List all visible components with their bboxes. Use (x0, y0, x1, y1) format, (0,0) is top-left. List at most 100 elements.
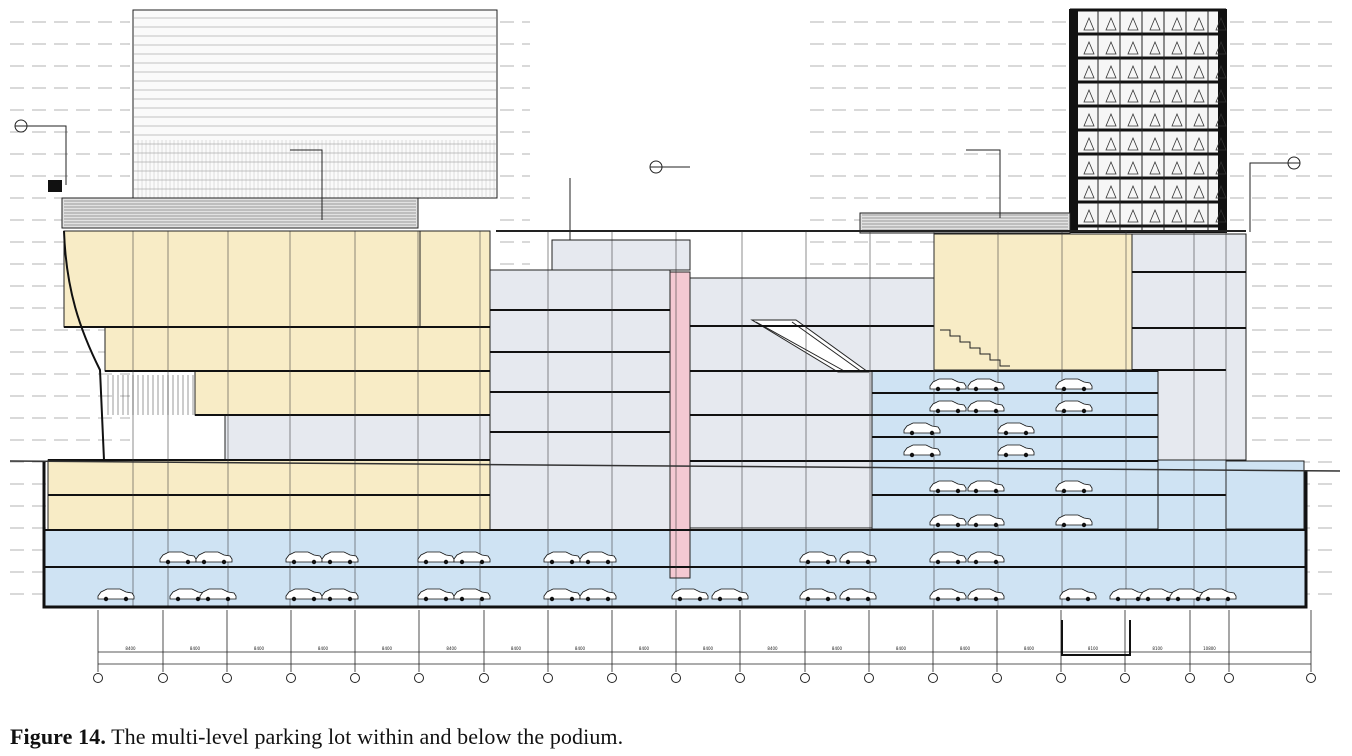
bay-dimension-label: 8400 (125, 646, 136, 651)
podium-roof (61, 197, 1246, 234)
axis-bubble-icon (992, 673, 1002, 683)
ramp-outline (1061, 620, 1131, 656)
bay-dimension-label: 8100 (1152, 646, 1163, 651)
car-icon (1139, 588, 1177, 602)
bay-dimension-label: 8400 (639, 646, 650, 651)
axis-bubble-icon (543, 673, 553, 683)
basement-outline (42, 462, 1308, 609)
car-icon (997, 422, 1035, 436)
car-icon (799, 588, 837, 602)
bay-dimension-label: 10800 (1203, 646, 1216, 651)
car-icon (543, 588, 581, 602)
ground-line (9, 460, 1341, 472)
building-section-drawing: 8400 8400 8400 8400 8400 8400 8400 8400 8400 8400… (9, 8, 1341, 683)
car-icon (1055, 378, 1093, 392)
car-icon (417, 551, 455, 565)
caption-label: Figure 14. (10, 724, 106, 749)
car-icon (997, 444, 1035, 458)
car-icon (453, 588, 491, 602)
car-icon (453, 551, 491, 565)
bay-dimension-label: 8400 (254, 646, 265, 651)
bay-dimension-label: 8400 (511, 646, 522, 651)
car-icon (929, 378, 967, 392)
car-icon (1109, 588, 1147, 602)
car-icon (1199, 588, 1237, 602)
axis-bubble-icon (864, 673, 874, 683)
car-icon (839, 588, 877, 602)
axis-bubble-icon (1185, 673, 1195, 683)
car-icon (321, 551, 359, 565)
axis-bubble-icon (479, 673, 489, 683)
car-icon (799, 551, 837, 565)
figure-caption: Figure 14. The multi-level parking lot w… (10, 724, 623, 750)
car-icon (929, 400, 967, 414)
car-icon (543, 551, 581, 565)
vertical-core (669, 271, 691, 579)
car-icon (967, 480, 1005, 494)
axis-bubble-icon (928, 673, 938, 683)
bay-dimension-label: 8400 (832, 646, 843, 651)
axis-bubble-icon (222, 673, 232, 683)
commercial-zones (47, 230, 1225, 531)
car-icon (929, 514, 967, 528)
car-icon (967, 378, 1005, 392)
bay-dimension-label: 8400 (446, 646, 457, 651)
axis-bubble-icon (93, 673, 103, 683)
bay-dimension-label: 8400 (190, 646, 201, 651)
axis-bubble-icon (286, 673, 296, 683)
right-tower (1069, 8, 1227, 233)
car-icon (967, 514, 1005, 528)
car-icon (967, 588, 1005, 602)
axis-bubble-icon (350, 673, 360, 683)
car-icon (929, 588, 967, 602)
car-icon (97, 588, 135, 602)
bay-dimension-label: 8400 (703, 646, 714, 651)
bay-dimension-label: 8400 (575, 646, 586, 651)
parked-cars (97, 378, 1237, 602)
bay-dimension-label: 8100 (1088, 646, 1099, 651)
car-icon (169, 588, 207, 602)
car-icon (1055, 514, 1093, 528)
axis-bubble-icon (671, 673, 681, 683)
car-icon (1055, 480, 1093, 494)
car-icon (159, 551, 197, 565)
axis-bubble-icon (607, 673, 617, 683)
car-icon (839, 551, 877, 565)
car-icon (417, 588, 455, 602)
car-icon (967, 551, 1005, 565)
grid-axis-line: 8400 8400 8400 8400 8400 8400 8400 8400 8400 8400… (93, 610, 1316, 683)
car-icon (199, 588, 237, 602)
axis-bubble-icon (1056, 673, 1066, 683)
car-icon (1169, 588, 1207, 602)
car-icon (671, 588, 709, 602)
axis-bubble-icon (414, 673, 424, 683)
bay-dimension-label: 8400 (318, 646, 329, 651)
car-icon (929, 551, 967, 565)
car-icon (1059, 588, 1097, 602)
car-icon (285, 551, 323, 565)
car-icon (967, 400, 1005, 414)
axis-bubble-icon (735, 673, 745, 683)
car-icon (903, 422, 941, 436)
bay-dimension-label: 8400 (767, 646, 778, 651)
left-tower (132, 9, 498, 199)
caption-text: The multi-level parking lot within and b… (111, 724, 624, 749)
annotation-leaders (27, 125, 1288, 240)
car-icon (321, 588, 359, 602)
bay-dimension-label: 8400 (896, 646, 907, 651)
car-icon (579, 588, 617, 602)
car-icon (285, 588, 323, 602)
floor-slabs (44, 180, 1306, 568)
bay-dimension-label: 8400 (1024, 646, 1035, 651)
axis-bubble-icon (158, 673, 168, 683)
car-icon (711, 588, 749, 602)
axis-bubble-icon (1306, 673, 1316, 683)
bay-dimension-label: 8400 (960, 646, 971, 651)
car-icon (579, 551, 617, 565)
structural-columns (132, 231, 1227, 606)
axis-bubble-icon (800, 673, 810, 683)
car-icon (195, 551, 233, 565)
axis-bubble-icon (1120, 673, 1130, 683)
car-icon (1055, 400, 1093, 414)
axis-bubble-icon (1224, 673, 1234, 683)
